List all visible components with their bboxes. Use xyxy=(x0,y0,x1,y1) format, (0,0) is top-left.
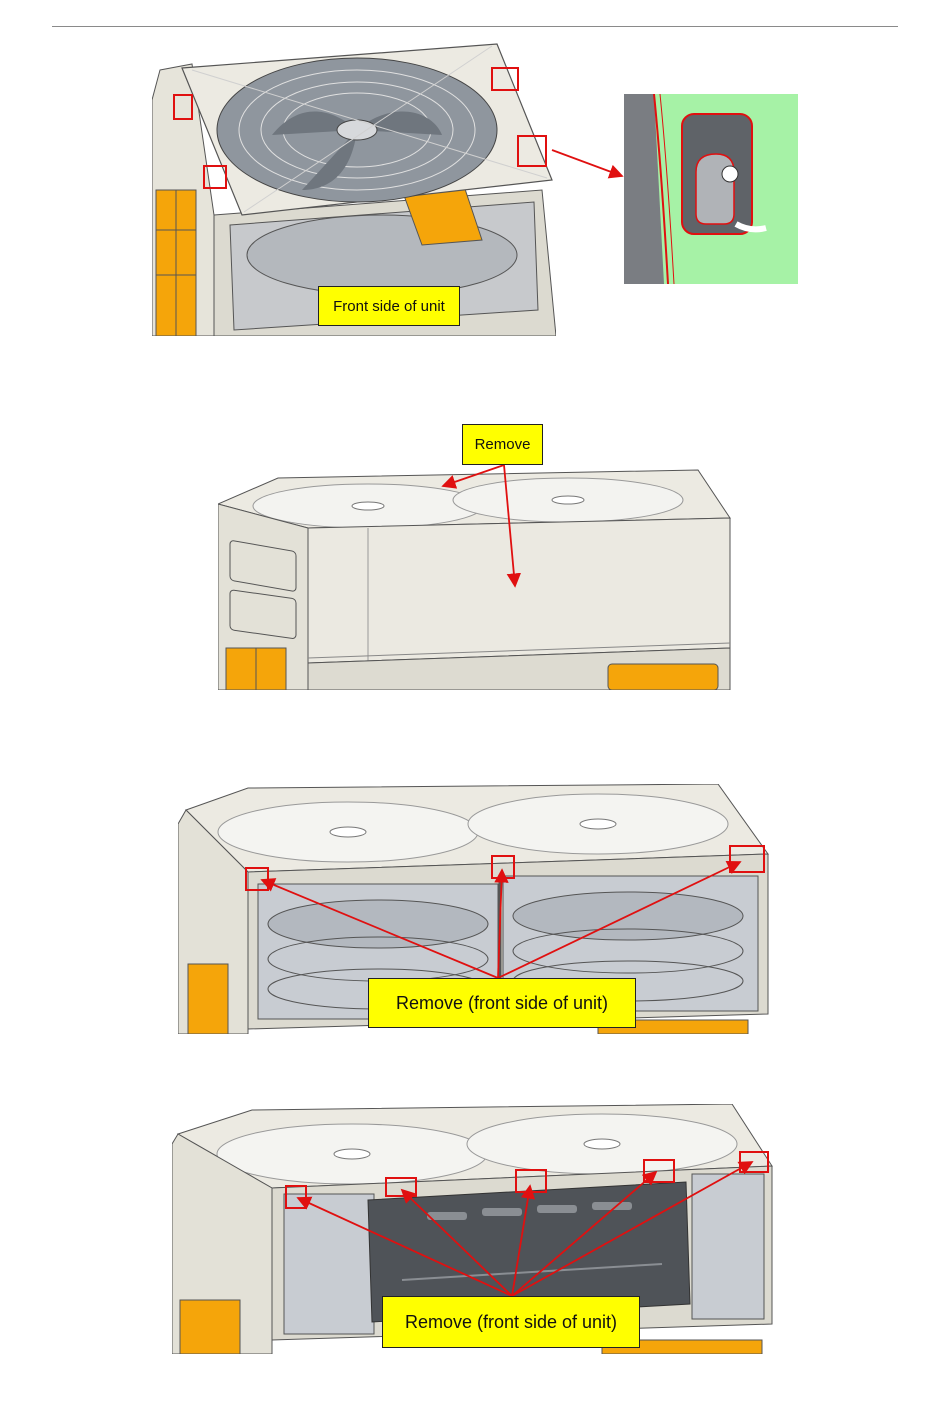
header-rule xyxy=(52,26,898,27)
callout-remove-front-side-fig4: Remove (front side of unit) xyxy=(382,1296,640,1348)
figure-dual-fan-unit-covered xyxy=(218,468,734,690)
callout-front-side-of-unit: Front side of unit xyxy=(318,286,460,326)
figure-clip-detail-inset xyxy=(624,94,798,284)
callout-remove: Remove xyxy=(462,424,543,465)
callout-remove-front-side-fig3: Remove (front side of unit) xyxy=(368,978,636,1028)
